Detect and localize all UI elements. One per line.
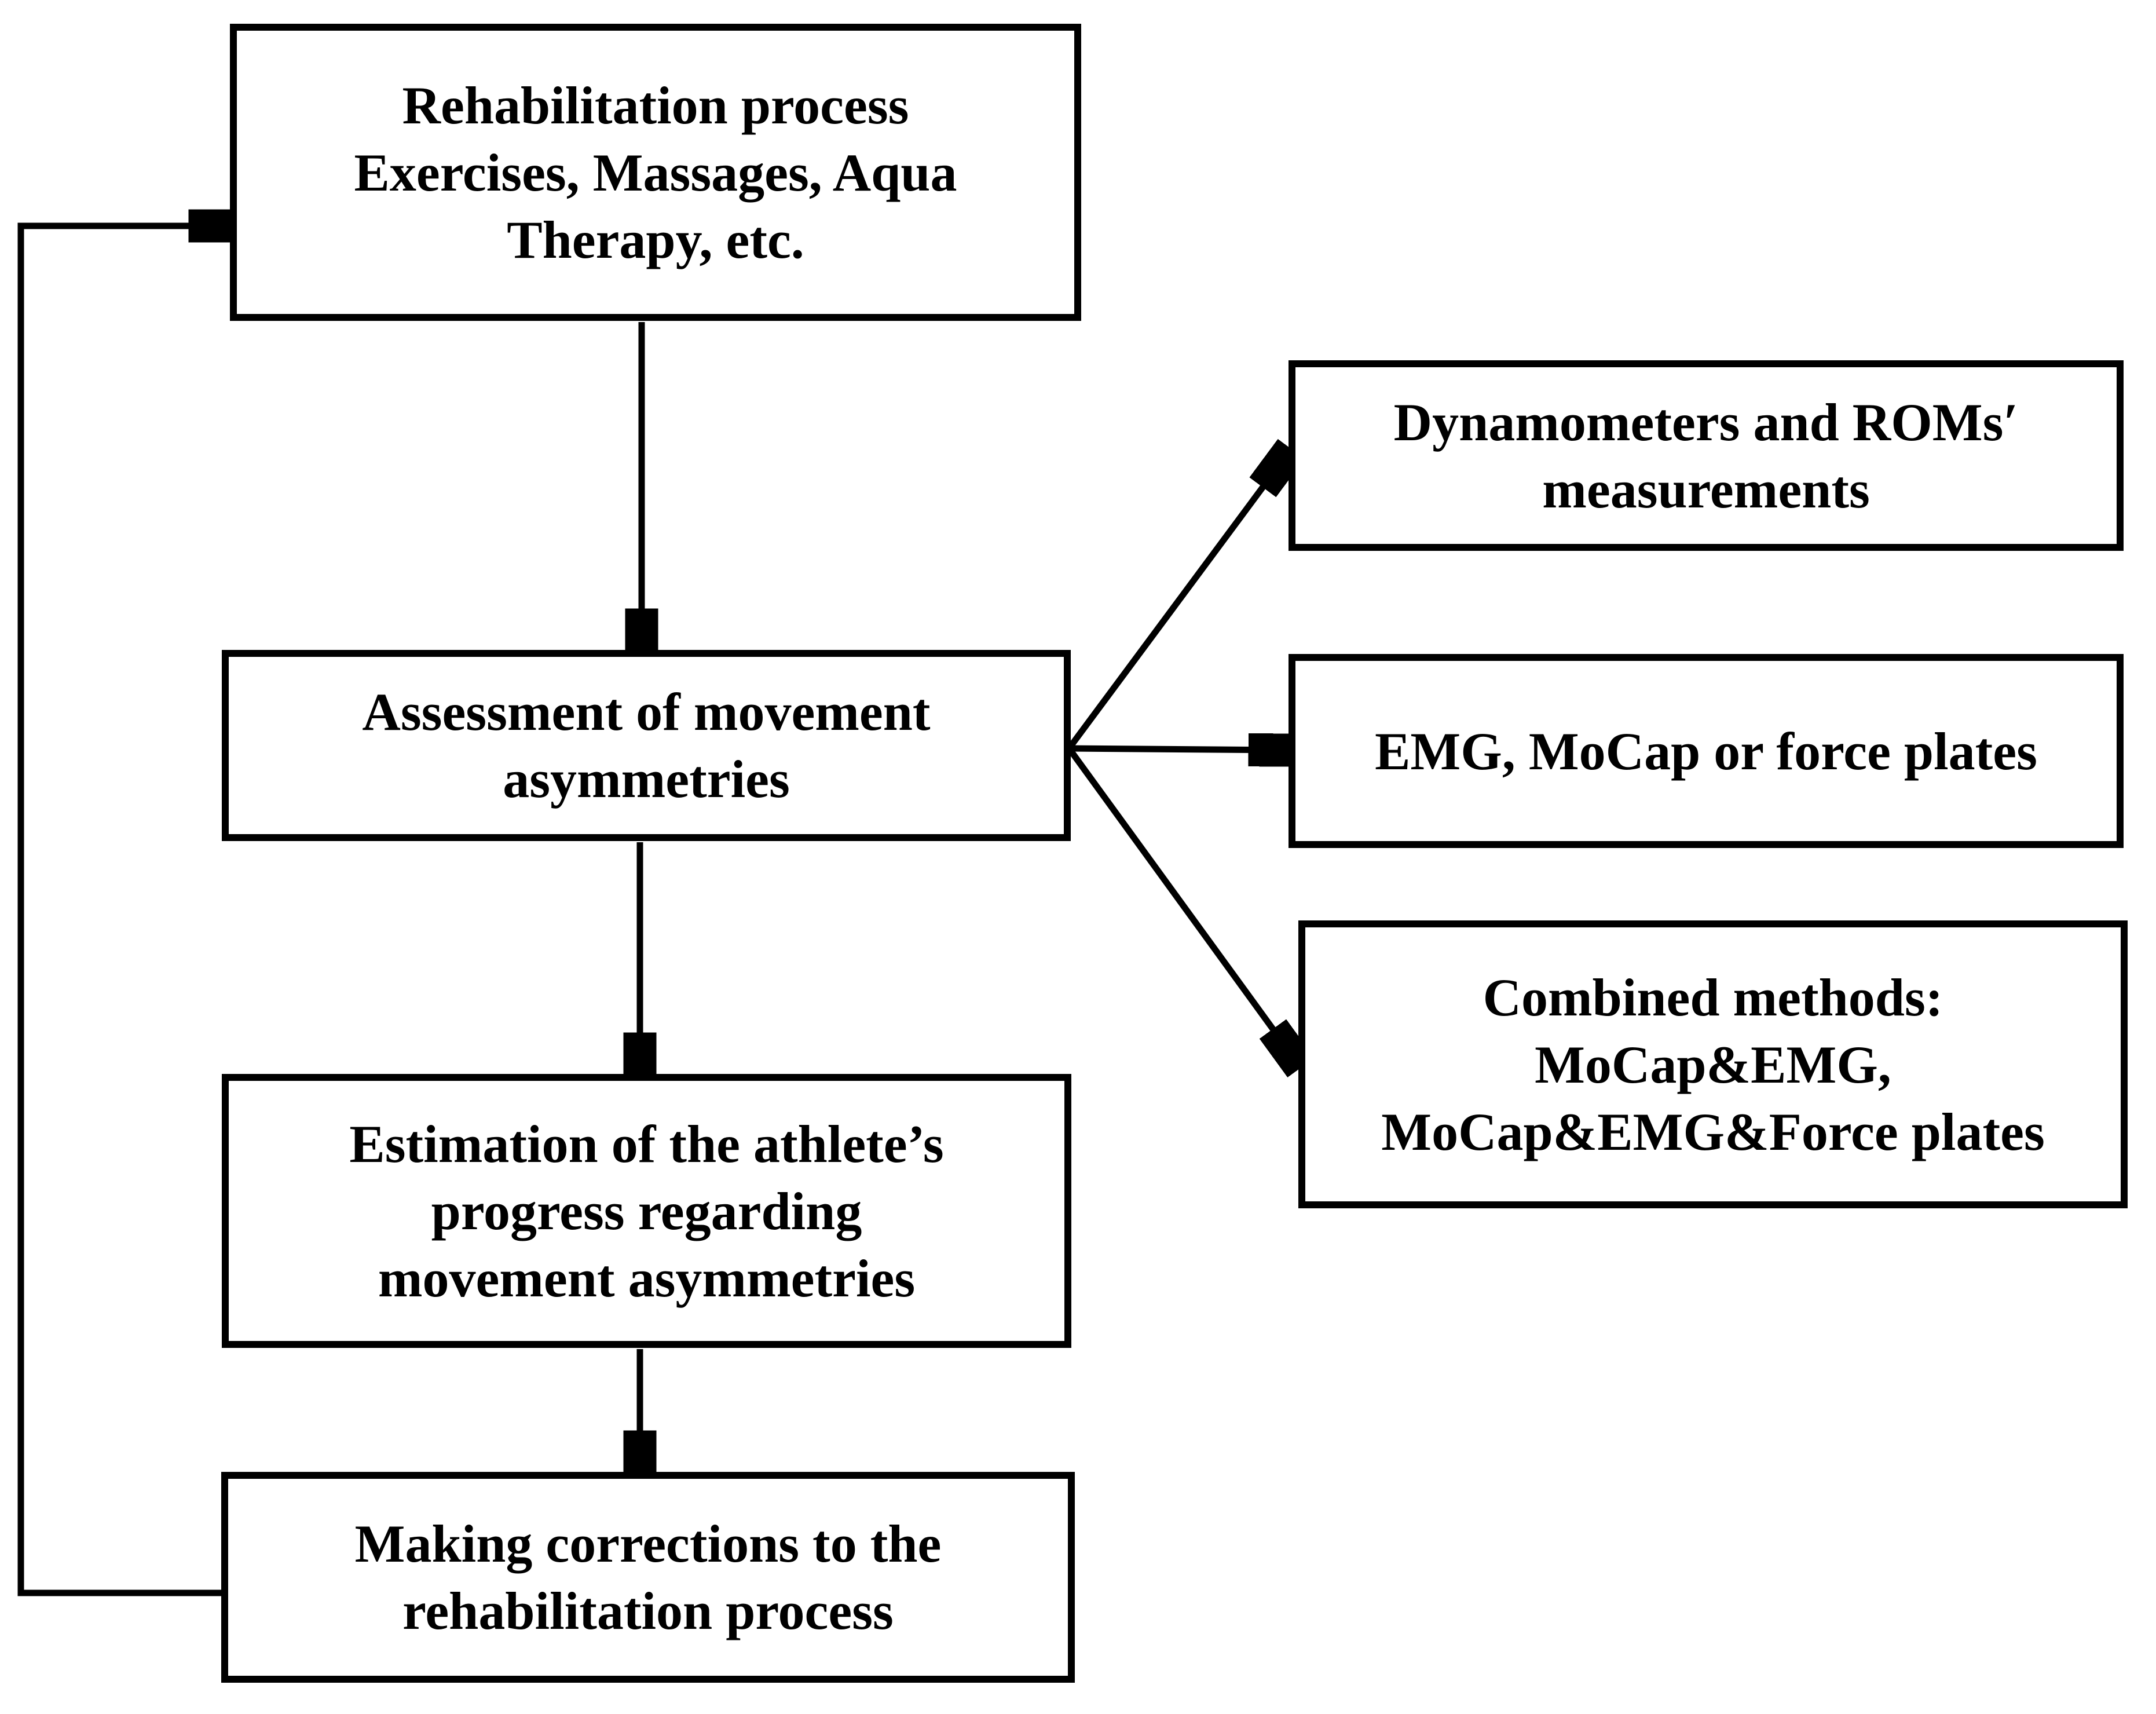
box-text-line: MoCap&EMG, [1535, 1035, 1891, 1094]
box-making-corrections: Making corrections to the rehabilitation… [221, 1472, 1075, 1683]
feedback-loop-corrections-to-rehabilitation [17, 226, 224, 1596]
box-text-line: rehabilitation process [402, 1581, 894, 1640]
box-text-line: EMG, MoCap or force plates [1375, 721, 2037, 781]
box-text-line: progress regarding [431, 1181, 862, 1241]
box-combined-methods: Combined methods: MoCap&EMG, MoCap&EMG&F… [1298, 920, 2128, 1208]
box-estimation-of-athletes-progress: Estimation of the athlete’s progress reg… [222, 1074, 1071, 1348]
box-text-line: Estimation of the athlete’s [349, 1114, 944, 1174]
box-text-line: measurements [1542, 459, 1870, 519]
box-emg-mocap-force-plates: EMG, MoCap or force plates [1289, 654, 2124, 848]
box-text-line: Assessment of movement [362, 682, 931, 741]
box-text-line: Exercises, Massages, Aqua [354, 142, 957, 202]
arrow-assessment-to-combined [1066, 746, 1294, 1058]
box-text-line: Therapy, etc. [507, 210, 804, 269]
box-text-line: movement asymmetries [378, 1248, 916, 1308]
box-text-line: Rehabilitation process [402, 75, 909, 135]
box-assessment-of-movement-asymmetries: Assessment of movement asymmetries [222, 650, 1071, 841]
arrow-assessment-to-emg [1068, 748, 1284, 750]
box-text-line: Dynamometers and ROMs′ [1393, 392, 2019, 452]
box-text-line: Making corrections to the [354, 1514, 942, 1573]
box-text-line: asymmetries [503, 750, 790, 809]
box-rehabilitation-process: Rehabilitation process Exercises, Massag… [230, 24, 1081, 321]
box-dynamometers-and-roms: Dynamometers and ROMs′ measurements [1289, 360, 2124, 551]
box-text-line: Combined methods: [1483, 967, 1943, 1027]
arrow-assessment-to-dynamometers [1066, 459, 1284, 751]
box-text-line: MoCap&EMG&Force plates [1381, 1102, 2045, 1161]
